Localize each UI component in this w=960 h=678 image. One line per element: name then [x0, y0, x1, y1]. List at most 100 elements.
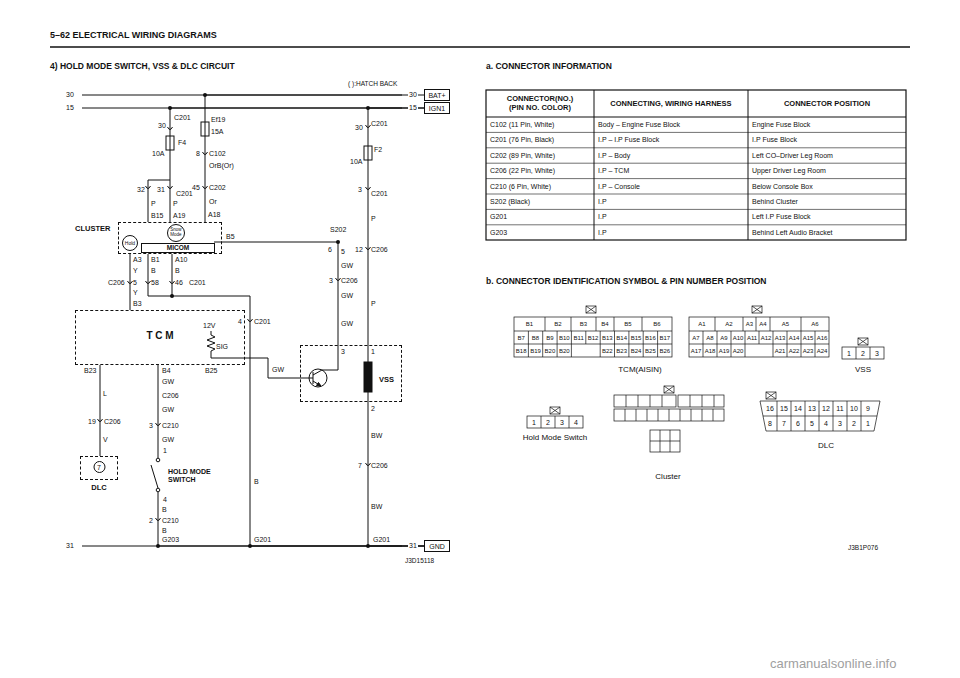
- node-text: Snow Mode: [169, 228, 183, 237]
- pin-grid: [777, 401, 861, 431]
- label-text: L: [103, 390, 107, 397]
- label-text: 12: [822, 405, 830, 412]
- label-text: 15: [66, 104, 74, 111]
- label-text: 15: [780, 405, 788, 412]
- node-text: T C M: [76, 331, 244, 341]
- label-text: B20: [545, 348, 556, 354]
- label-text: G203: [162, 536, 179, 543]
- label-text: G203: [490, 229, 507, 236]
- resistor-symbol: [207, 331, 245, 358]
- table-grid: [486, 132, 906, 133]
- coil-symbol: [368, 392, 369, 402]
- lock-symbol: [766, 392, 776, 399]
- label-text: I.P: [598, 213, 607, 220]
- pin-grid: [660, 430, 670, 452]
- label-text: J3B1P076: [848, 545, 878, 552]
- label-text: I.P: [598, 229, 607, 236]
- label-text: C206: [104, 418, 121, 425]
- label-text: 13: [808, 405, 816, 412]
- terminal-box: IGN1: [424, 102, 450, 114]
- wire: [158, 494, 424, 546]
- table-grid: [486, 116, 906, 117]
- label-text: 10: [850, 405, 858, 412]
- node-text: MICOM: [167, 245, 189, 252]
- label-text: I.P – Console: [598, 183, 640, 190]
- label-text: B23: [84, 367, 96, 374]
- table-grid: [486, 163, 906, 164]
- node-text: GND: [429, 543, 445, 550]
- label-text: V: [103, 436, 108, 443]
- label-text: C201: [189, 279, 206, 286]
- terminal-box: GND: [424, 540, 450, 552]
- terminal-box: BAT+: [424, 89, 450, 101]
- label-text: A17: [691, 348, 702, 354]
- label-text: SIG: [216, 343, 228, 350]
- wire: [368, 108, 424, 345]
- label-text: F2: [374, 146, 382, 153]
- lock-symbol: [586, 306, 596, 313]
- pin-grid: [715, 317, 801, 331]
- wire: [245, 358, 300, 378]
- label-text: P: [151, 200, 156, 207]
- label-text: J3D15118: [405, 558, 434, 565]
- label-text: A10: [175, 256, 187, 263]
- label-text: b. CONNECTOR IDENTIFICATION SYMBOL & PIN…: [486, 277, 767, 286]
- label-text: 15A: [211, 128, 223, 135]
- label-text: 3: [329, 277, 333, 284]
- table-grid: [748, 90, 749, 240]
- table-grid: [486, 209, 906, 210]
- label-text: 2: [861, 350, 865, 357]
- lock-symbol: [858, 338, 868, 345]
- label-text: 1: [866, 420, 870, 427]
- label-text: 31: [408, 542, 418, 549]
- node-text: VSS: [379, 376, 394, 384]
- header-rule: [50, 47, 910, 48]
- switch-symbol: [156, 488, 160, 492]
- label-text: B14: [616, 335, 627, 341]
- label-text: B8: [532, 335, 539, 341]
- label-text: 3: [341, 348, 345, 355]
- lock-symbol: [586, 306, 596, 313]
- label-text: A9: [720, 335, 727, 341]
- label-text: P: [371, 215, 376, 222]
- label-text: G201: [254, 536, 271, 543]
- pin-grid: [541, 416, 569, 428]
- wire: [158, 365, 159, 456]
- label-text: B4: [601, 321, 608, 327]
- pin-grid: [690, 395, 714, 407]
- table-grid: [486, 178, 906, 179]
- lock-symbol: [664, 386, 674, 393]
- label-text: A2: [725, 321, 732, 327]
- label-text: 5: [810, 420, 814, 427]
- label-text: 3: [149, 422, 153, 429]
- pin-grid: [625, 409, 713, 421]
- label-text: C102 (11 Pin, White): [490, 121, 554, 128]
- label-text: GW: [272, 366, 284, 373]
- label-text: B: [175, 267, 180, 274]
- label-text: 4: [824, 420, 828, 427]
- label-text: A10: [733, 335, 744, 341]
- label-text: C210: [162, 422, 179, 429]
- connector-mark: [98, 125, 371, 521]
- wire: [368, 402, 424, 546]
- label-text: 3: [838, 420, 842, 427]
- label-text: C202: [209, 184, 226, 191]
- branch-wire: [214, 242, 222, 243]
- label-text: C206: [108, 279, 125, 286]
- label-text: A18: [705, 348, 716, 354]
- node-text: DLC: [71, 484, 127, 492]
- junction-dot: [156, 93, 370, 548]
- branch-wire: [148, 254, 172, 296]
- connector-mark: [146, 281, 151, 284]
- label-text: GW: [162, 378, 174, 385]
- pin-grid: [650, 441, 680, 442]
- pin-grid: [842, 347, 884, 359]
- pin-grid: [678, 395, 724, 407]
- label-text: S202: [330, 226, 346, 233]
- label-text: G201: [490, 213, 507, 220]
- label-text: A12: [761, 335, 772, 341]
- label-text: 5: [341, 248, 345, 255]
- wire: [130, 254, 131, 310]
- label-text: B26: [659, 348, 670, 354]
